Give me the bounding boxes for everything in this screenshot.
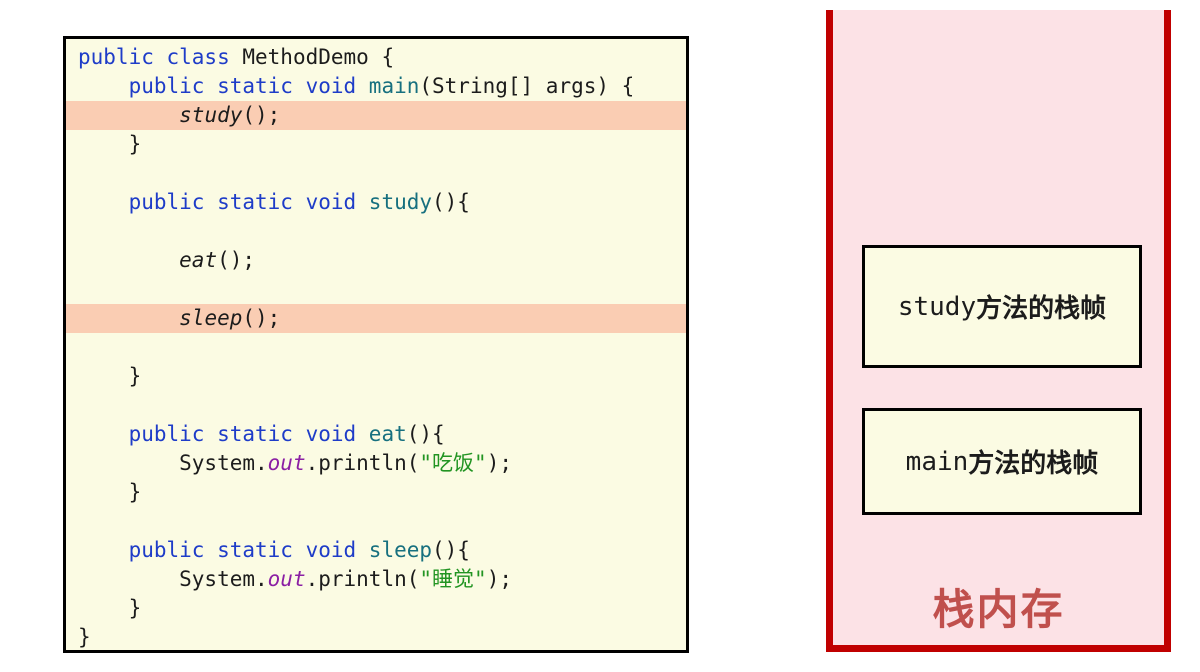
code-token-plain: (){ xyxy=(432,190,470,214)
code-token-plain: ); xyxy=(486,451,512,475)
code-panel: public class MethodDemo { public static … xyxy=(63,36,689,653)
code-token-call: study xyxy=(179,103,243,127)
code-line: } xyxy=(66,594,686,623)
code-token-plain: (){ xyxy=(406,422,445,446)
code-token-str: " xyxy=(419,567,433,591)
code-token-plain xyxy=(78,306,179,330)
code-line: public static void eat(){ xyxy=(66,420,686,449)
code-token-str: " xyxy=(474,451,487,475)
code-token-plain xyxy=(78,74,129,98)
code-token-str: " xyxy=(419,451,433,475)
code-token-plain: (); xyxy=(217,248,256,272)
code-line xyxy=(66,333,686,362)
code-token-kw: public static void xyxy=(128,422,369,446)
code-block: public class MethodDemo { public static … xyxy=(66,39,686,650)
code-token-plain: (String[] args) { xyxy=(419,74,635,98)
code-token-plain: } xyxy=(78,364,142,388)
code-token-plain xyxy=(78,103,179,127)
code-line: } xyxy=(66,478,686,507)
code-token-plain: System. xyxy=(78,451,268,475)
code-token-plain: .println( xyxy=(305,451,420,475)
code-token-strcjk: 吃饭 xyxy=(432,451,475,475)
code-line: System.out.println("睡觉"); xyxy=(66,565,686,594)
code-token-plain: (); xyxy=(242,103,281,127)
code-token-plain xyxy=(78,422,129,446)
code-token-plain: } xyxy=(78,596,142,620)
code-line: public class MethodDemo { xyxy=(66,43,686,72)
code-line-highlighted: sleep(); xyxy=(66,304,686,333)
code-token-call: sleep xyxy=(179,306,243,330)
code-token-plain xyxy=(78,248,179,272)
code-token-str: " xyxy=(474,567,487,591)
code-line xyxy=(66,217,686,246)
code-line: eat(); xyxy=(66,246,686,275)
code-token-field: out xyxy=(267,451,306,475)
stack-memory-title: 栈内存 xyxy=(932,585,1065,634)
code-token-strcjk: 睡觉 xyxy=(432,567,475,591)
code-line xyxy=(66,391,686,420)
code-token-kw: public static void xyxy=(128,190,369,214)
code-token-plain: MethodDemo { xyxy=(242,45,395,69)
code-line: public static void main(String[] args) { xyxy=(66,72,686,101)
stack-frame-study-method-name: study xyxy=(897,291,977,322)
code-token-kw: public static void xyxy=(128,74,369,98)
code-token-method: sleep xyxy=(368,538,433,562)
code-token-call: eat xyxy=(179,248,218,272)
stack-frame-main-label-suffix: 方法的栈帧 xyxy=(968,449,1099,479)
code-line: public static void study(){ xyxy=(66,188,686,217)
code-token-plain: } xyxy=(78,132,142,156)
code-line-highlighted: study(); xyxy=(66,101,686,130)
code-line xyxy=(66,275,686,304)
code-token-method: eat xyxy=(368,422,407,446)
code-token-plain: } xyxy=(78,625,91,649)
code-line xyxy=(66,159,686,188)
code-token-field: out xyxy=(267,567,306,591)
code-token-plain: .println( xyxy=(305,567,420,591)
stack-frame-main-method-name: main xyxy=(905,446,969,477)
code-token-method: main xyxy=(368,74,420,98)
stack-frame-study-label-suffix: 方法的栈帧 xyxy=(976,294,1107,324)
code-token-plain: } xyxy=(78,480,142,504)
code-token-plain: (); xyxy=(242,306,281,330)
code-token-plain: ); xyxy=(486,567,512,591)
code-line: } xyxy=(66,623,686,650)
code-token-kw: public class xyxy=(78,45,243,69)
code-line xyxy=(66,507,686,536)
code-token-plain: System. xyxy=(78,567,268,591)
code-token-kw: public static void xyxy=(128,538,369,562)
code-line: System.out.println("吃饭"); xyxy=(66,449,686,478)
code-line: } xyxy=(66,130,686,159)
code-token-plain: (){ xyxy=(432,538,470,562)
code-token-plain xyxy=(78,538,129,562)
code-line: } xyxy=(66,362,686,391)
code-token-method: study xyxy=(368,190,433,214)
code-line: public static void sleep(){ xyxy=(66,536,686,565)
code-token-plain xyxy=(78,190,129,214)
